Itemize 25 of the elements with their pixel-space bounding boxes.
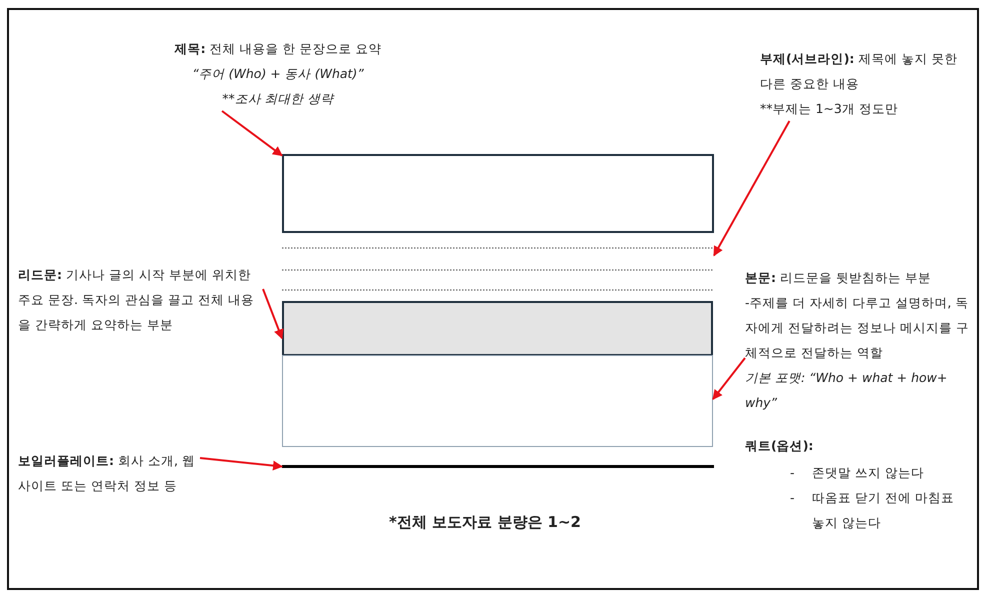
- bullet-dash: -: [790, 489, 796, 507]
- annotation-text: 본문: 리드문을 뒷받침하는 부분: [745, 269, 932, 287]
- annotation-text: -주제를 더 자세히 다루고 설명하며, 독자에게 전달하려는 정보나 메시지를 구체적으로 전달하는 역할: [745, 294, 970, 362]
- arrow: [712, 357, 746, 400]
- annotation-text: **부제는 1~3개 정도만: [760, 100, 899, 118]
- arrow: [713, 120, 790, 256]
- arrow: [221, 110, 283, 156]
- annotation-text: **조사 최대한 생략: [221, 90, 336, 108]
- annotation-text: 보일러플레이트: 회사 소개, 웹사이트 또는 연락처 정보 등: [18, 452, 196, 495]
- footnote: *전체 보도자료 분량은 1~2: [388, 512, 582, 533]
- title-box: [282, 154, 714, 233]
- annotation-text: 리드문: 기사나 글의 시작 부분에 위치한 주요 문장. 독자의 관심을 끌고 전체 내용을 간략하게 요약하는 부분: [18, 266, 255, 334]
- boilerplate-bar: [282, 465, 714, 468]
- body-box: [282, 355, 713, 447]
- annotation-text: 기본 포맷: “Who + what + how+ why”: [745, 369, 948, 412]
- bullet-dash: -: [790, 464, 796, 482]
- quote-heading: 쿼트(옵션):: [745, 437, 814, 455]
- annotation-text: 제목: 전체 내용을 한 문장으로 요약: [174, 40, 382, 58]
- arrow: [200, 457, 283, 471]
- rule-text: 존댓말 쓰지 않는다: [812, 464, 925, 482]
- arrow: [262, 288, 284, 340]
- rule-text: 따옴표 닫기 전에 마침표 놓지 않는다: [812, 489, 955, 532]
- lead-box: [282, 301, 713, 356]
- annotation-text: 부제(서브라인): 제목에 놓지 못한 다른 중요한 내용: [760, 50, 958, 93]
- annotation-text: “주어 (Who) + 동사 (What)”: [191, 65, 365, 83]
